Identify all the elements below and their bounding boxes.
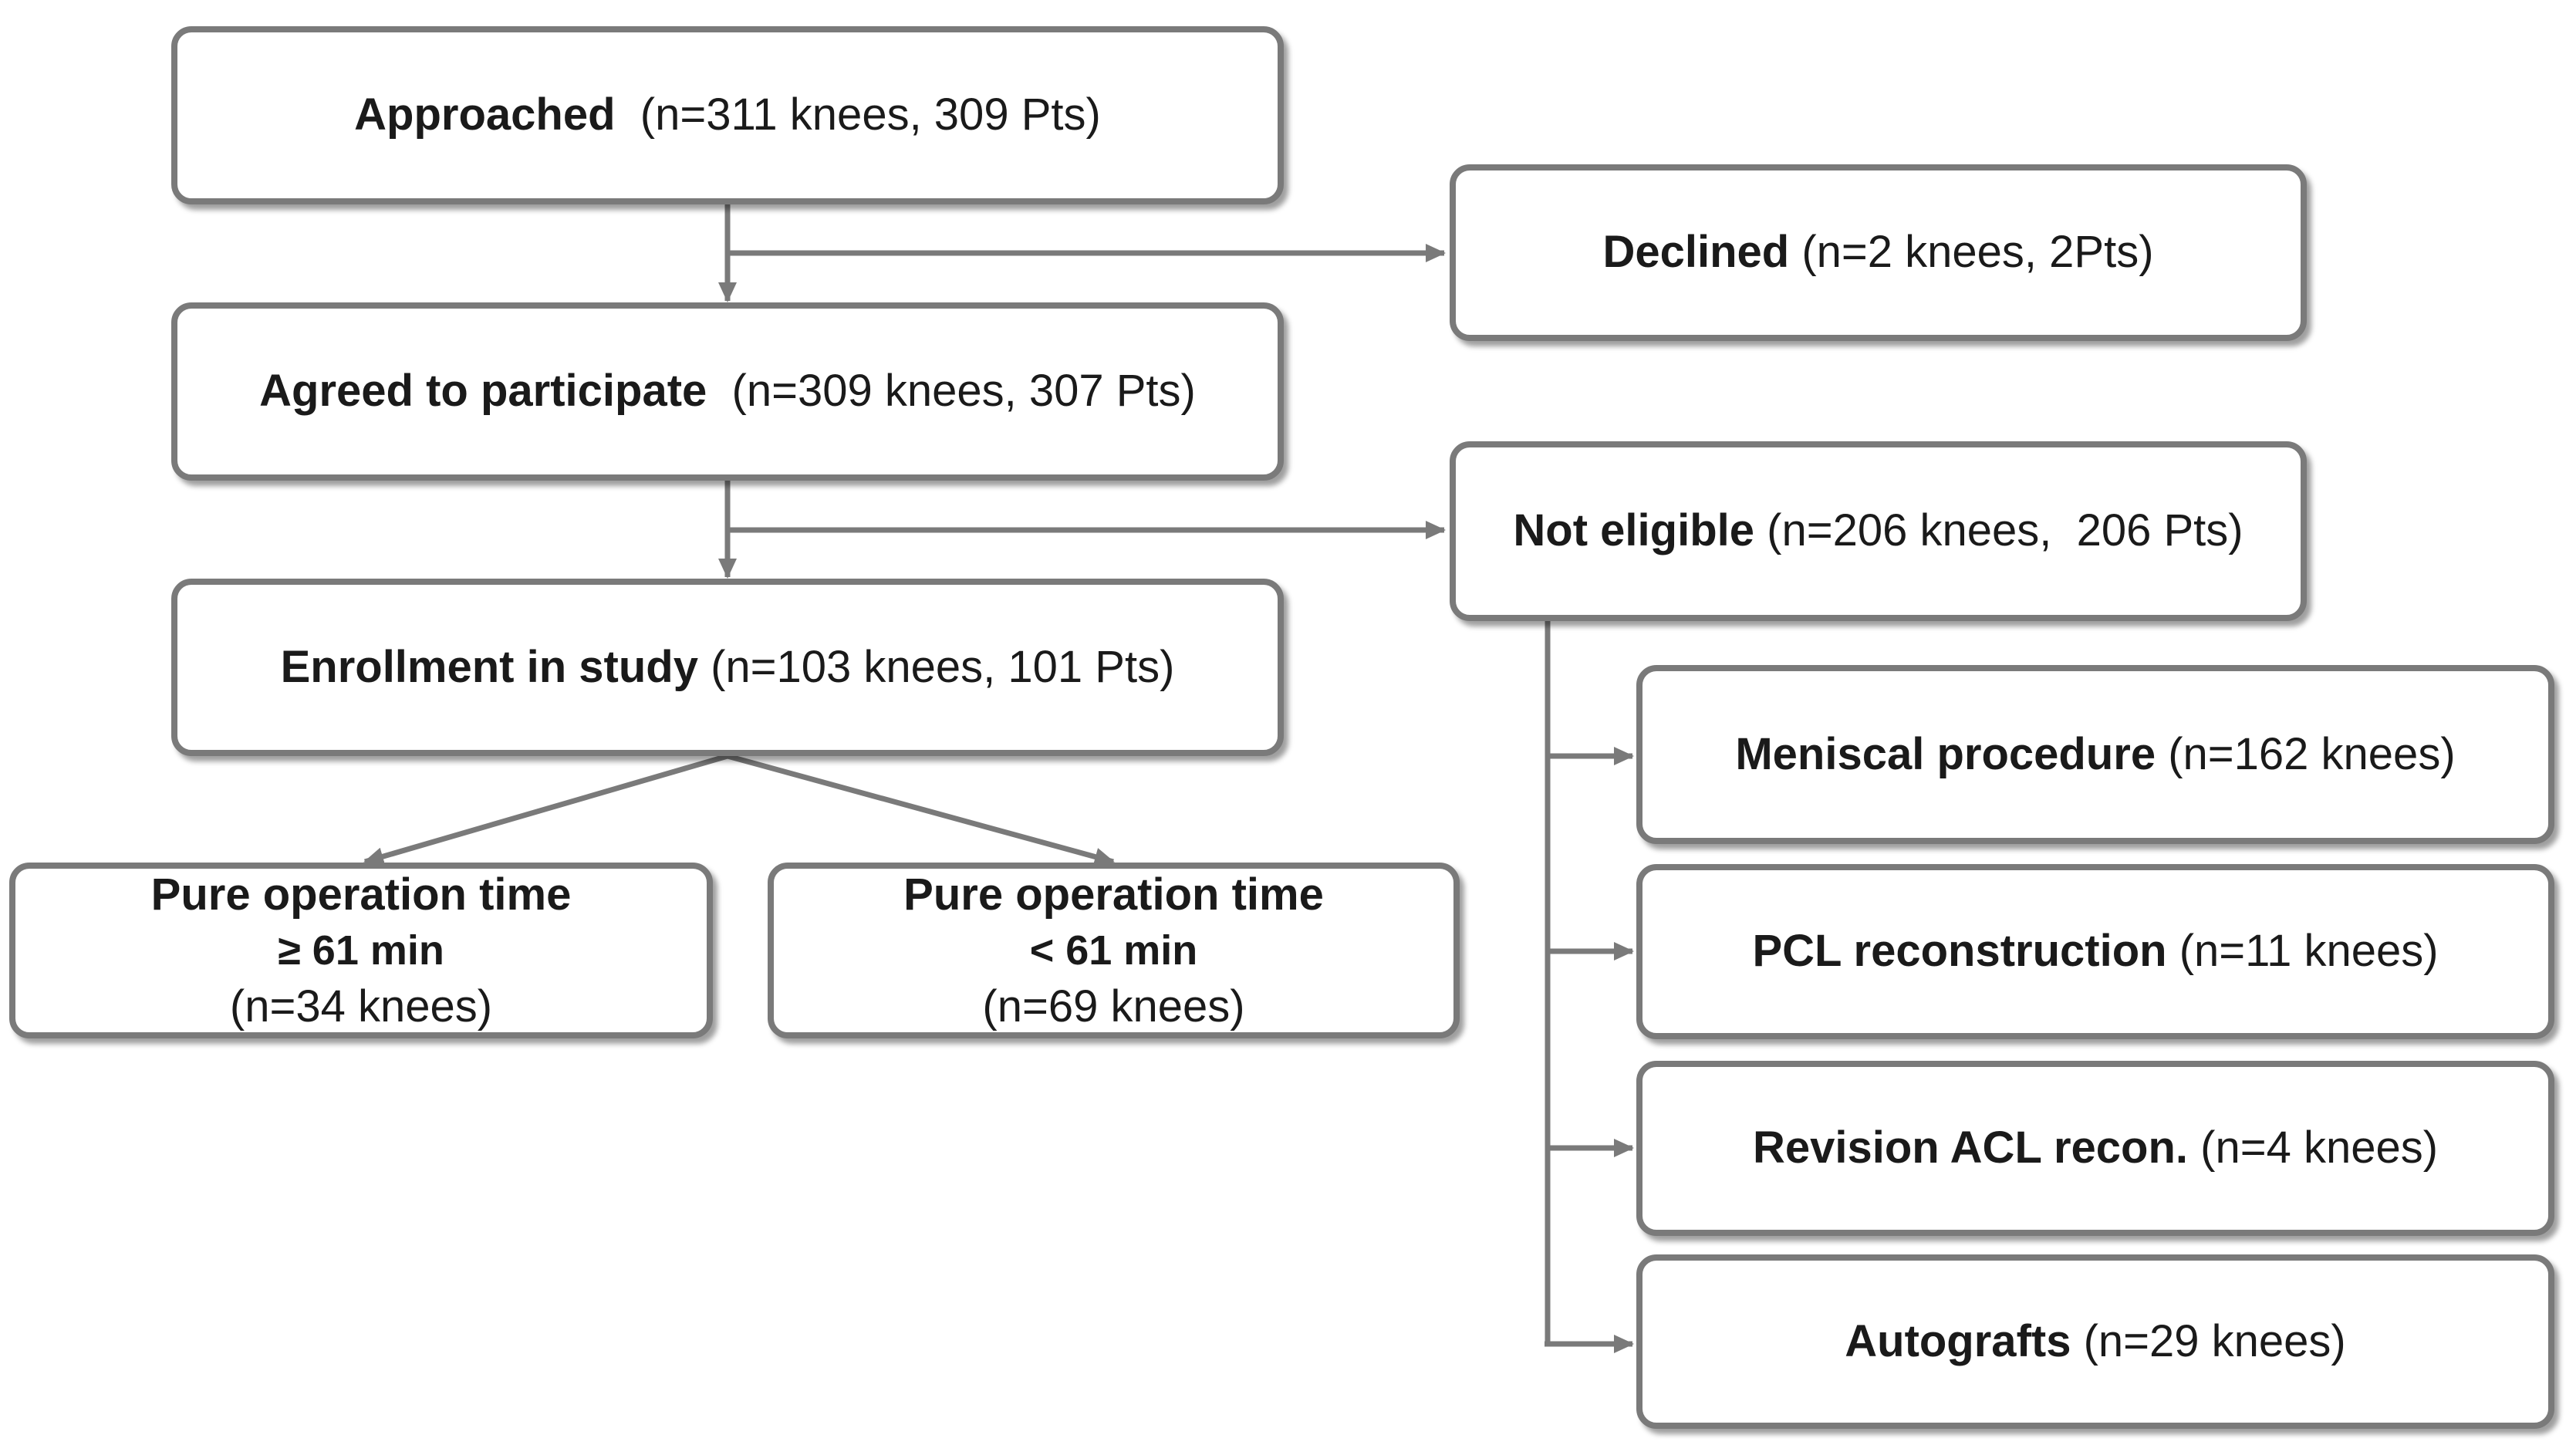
autografts-detail: (n=29 knees) [2083,1315,2346,1366]
revision-box: Revision ACL recon. (n=4 knees) [1636,1061,2554,1236]
autografts-title: Autografts [1845,1315,2071,1366]
long-op-condition: ≥ 61 min [278,927,444,974]
approached-box: Approached (n=311 knees, 309 Pts) [171,26,1284,204]
pcl-title: PCL reconstruction [1752,926,2167,977]
long-op-box: Pure operation time ≥ 61 min (n=34 knees… [9,863,713,1038]
short-op-box: Pure operation time < 61 min (n=69 knees… [768,863,1460,1038]
meniscal-detail: (n=162 knees) [2168,728,2456,779]
short-op-condition: < 61 min [1029,927,1198,974]
declined-box: Declined (n=2 knees, 2Pts) [1450,164,2307,341]
approached-title: Approached [354,89,616,140]
enrollment-box: Enrollment in study (n=103 knees, 101 Pt… [171,579,1284,756]
arrow-enrollment-to-long-op [363,753,728,866]
not-eligible-title: Not eligible [1513,505,1754,556]
enrollment-detail: (n=103 knees, 101 Pts) [711,641,1175,692]
pcl-detail: (n=11 knees) [2179,926,2439,977]
agreed-title: Agreed to participate [259,366,707,417]
short-op-detail: (n=69 knees) [982,981,1245,1032]
approached-detail: (n=311 knees, 309 Pts) [640,89,1101,140]
meniscal-title: Meniscal procedure [1735,728,2156,779]
not-eligible-detail: (n=206 knees, 206 Pts) [1767,505,2243,556]
declined-detail: (n=2 knees, 2Pts) [1801,227,2154,278]
pcl-box: PCL reconstruction (n=11 knees) [1636,864,2554,1039]
short-op-title: Pure operation time [903,869,1324,920]
revision-detail: (n=4 knees) [2200,1123,2439,1173]
long-op-title: Pure operation time [150,869,572,920]
enrollment-title: Enrollment in study [280,641,698,692]
agreed-detail: (n=309 knees, 307 Pts) [731,366,1196,417]
autografts-box: Autografts (n=29 knees) [1636,1254,2554,1429]
revision-title: Revision ACL recon. [1752,1123,2188,1173]
meniscal-box: Meniscal procedure (n=162 knees) [1636,665,2554,844]
long-op-detail: (n=34 knees) [229,981,493,1032]
declined-title: Declined [1602,227,1790,278]
not-eligible-box: Not eligible (n=206 knees, 206 Pts) [1450,441,2307,621]
agreed-box: Agreed to participate (n=309 knees, 307 … [171,302,1284,481]
arrow-enrollment-to-short-op [727,753,1115,866]
